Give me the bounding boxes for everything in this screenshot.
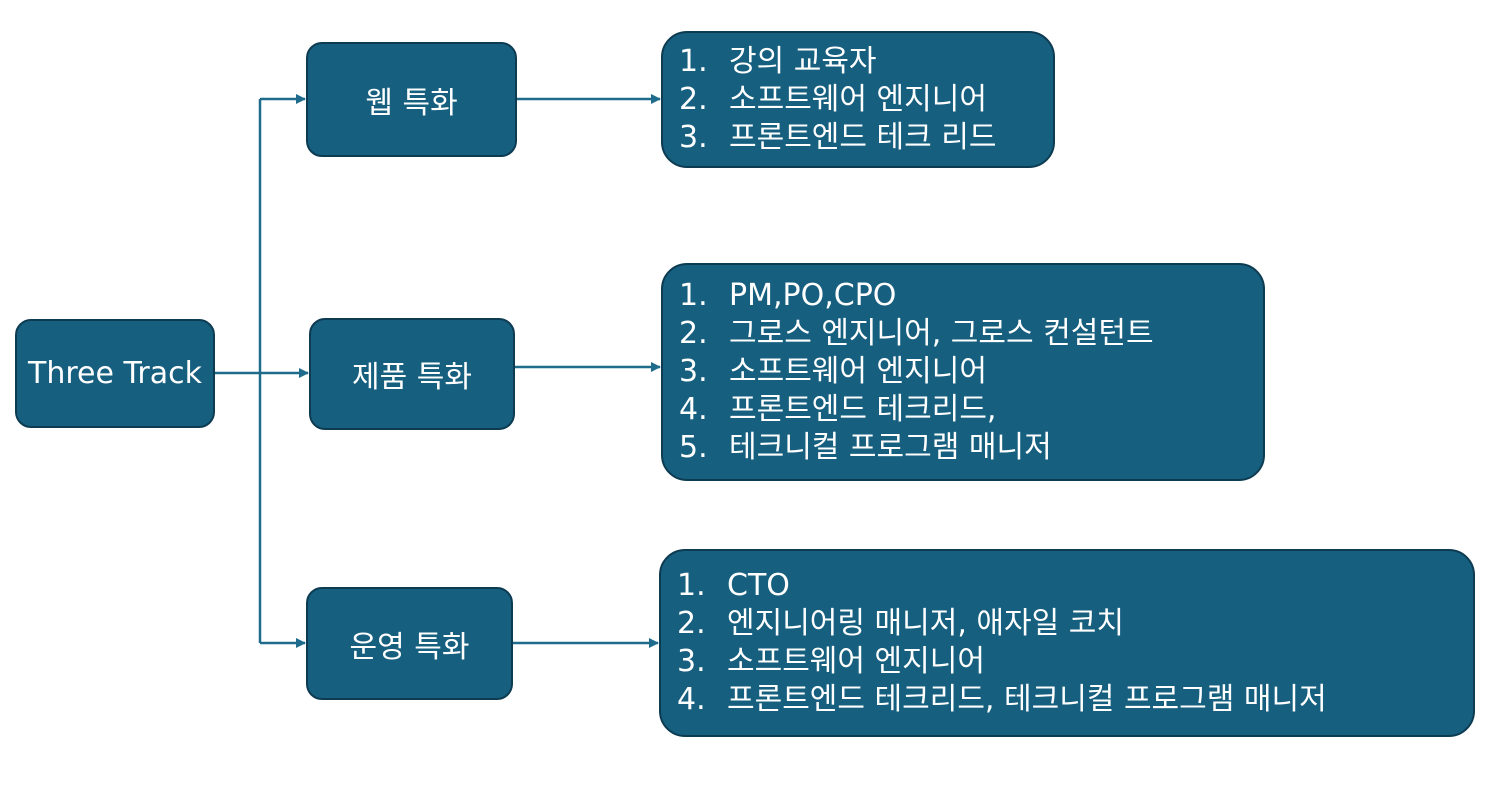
list-item: 1.강의 교육자 [679, 43, 877, 79]
track-node-label: 웹 특화 [365, 85, 458, 121]
list-item: 3.프론트엔드 테크 리드 [679, 119, 997, 155]
list-item: 4.프론트엔드 테크리드, [679, 392, 997, 427]
list-item: 2.소프트웨어 엔지니어 [679, 81, 987, 117]
root-node-label: Three Track [28, 356, 202, 391]
list-item: 1.CTO [677, 568, 790, 603]
role-list-operation: 1.CTO 2.엔지니어링 매니저, 애자일 코치 3.소프트웨어 엔지니어 4… [659, 549, 1475, 737]
list-item: 4.프론트엔드 테크리드, 테크니컬 프로그램 매니저 [677, 682, 1327, 717]
list-item: 3.소프트웨어 엔지니어 [677, 644, 985, 679]
root-node: Three Track [15, 319, 215, 428]
list-item: 2.그로스 엔지니어, 그로스 컨설턴트 [679, 316, 1154, 351]
role-list-product: 1.PM,PO,CPO 2.그로스 엔지니어, 그로스 컨설턴트 3.소프트웨어… [661, 263, 1265, 481]
track-node-label: 제품 특화 [352, 360, 472, 395]
track-node-product: 제품 특화 [309, 318, 515, 430]
list-item: 1.PM,PO,CPO [679, 278, 897, 313]
track-node-operation: 운영 특화 [306, 587, 513, 700]
list-item: 5.테크니컬 프로그램 매니저 [679, 430, 1052, 465]
list-item: 2.엔지니어링 매니저, 애자일 코치 [677, 606, 1124, 641]
track-node-web: 웹 특화 [306, 42, 517, 157]
track-node-label: 운영 특화 [349, 629, 470, 665]
role-list-web: 1.강의 교육자 2.소프트웨어 엔지니어 3.프론트엔드 테크 리드 [661, 31, 1055, 168]
list-item: 3.소프트웨어 엔지니어 [679, 354, 987, 389]
